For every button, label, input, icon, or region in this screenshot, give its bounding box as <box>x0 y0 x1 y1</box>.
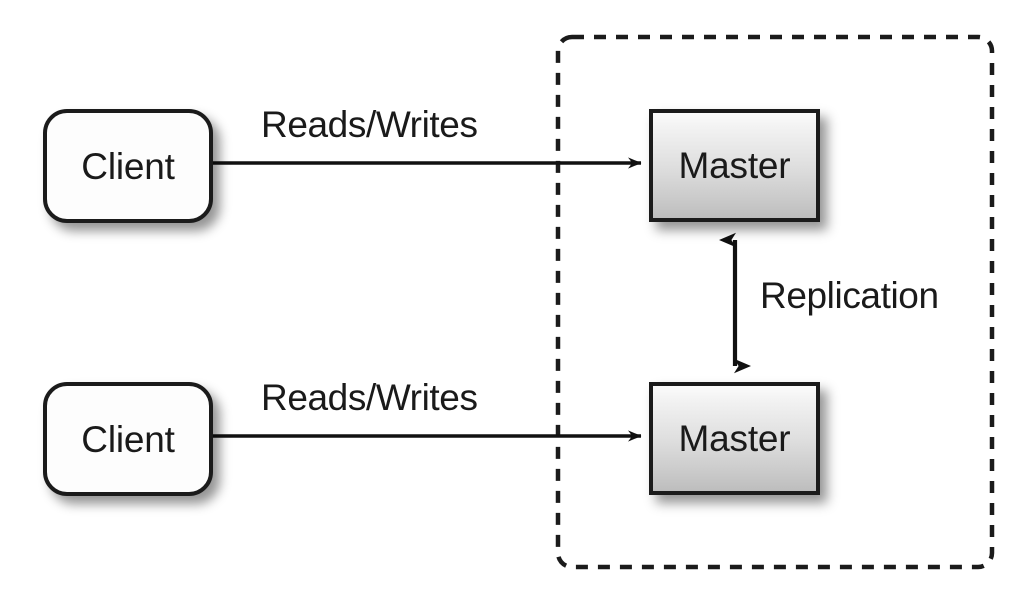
node-client-bottom[interactable] <box>43 382 213 496</box>
cluster-boundary <box>555 34 995 570</box>
node-master-top[interactable] <box>649 109 820 222</box>
node-master-bottom[interactable] <box>649 382 820 495</box>
node-client-top[interactable] <box>43 109 213 223</box>
